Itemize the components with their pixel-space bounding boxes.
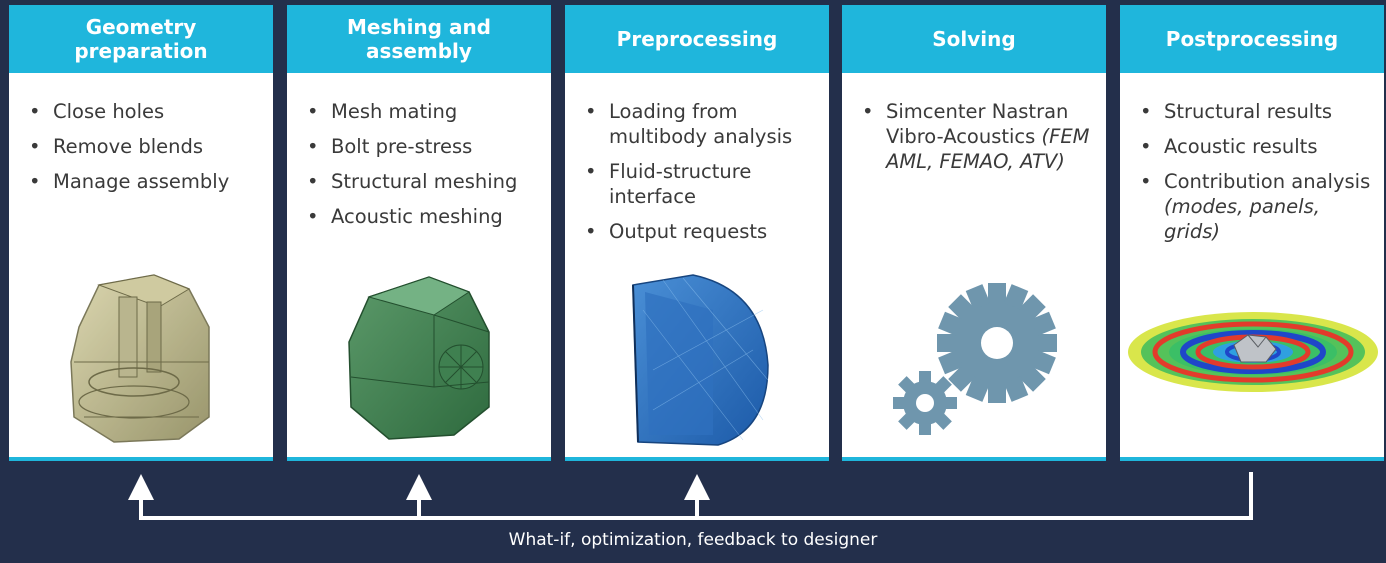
list-item: Structural results bbox=[1140, 99, 1374, 124]
list-item: Manage assembly bbox=[29, 169, 263, 194]
stage-list: Mesh mating Bolt pre-stress Structural m… bbox=[287, 73, 551, 229]
list-item: Mesh mating bbox=[307, 99, 541, 124]
stage-list: Loading from multibody analysis Fluid-st… bbox=[565, 73, 829, 244]
stage-title: Meshing and assembly bbox=[287, 5, 551, 73]
acoustic-field-contour-plot-icon bbox=[1128, 312, 1378, 392]
stage-title: Solving bbox=[842, 5, 1106, 73]
list-item: Close holes bbox=[29, 99, 263, 124]
list-item: Output requests bbox=[585, 219, 819, 244]
stage-title: Postprocessing bbox=[1120, 5, 1384, 73]
list-item: Simcenter Nastran Vibro-Acoustics (FEM A… bbox=[862, 99, 1096, 174]
stage-card-solving: Solving Simcenter Nastran Vibro-Acoustic… bbox=[842, 5, 1106, 461]
gears-icon bbox=[893, 283, 1057, 435]
stage-card-geometry: Geometry preparation Close holes Remove … bbox=[9, 5, 273, 461]
list-item: Remove blends bbox=[29, 134, 263, 159]
list-item: Contribution analysis (modes, panels, gr… bbox=[1140, 169, 1374, 244]
stage-list: Simcenter Nastran Vibro-Acoustics (FEM A… bbox=[842, 73, 1106, 174]
stage-card-meshing: Meshing and assembly Mesh mating Bolt pr… bbox=[287, 5, 551, 461]
list-item: Bolt pre-stress bbox=[307, 134, 541, 159]
stage-title: Preprocessing bbox=[565, 5, 829, 73]
list-item: Structural meshing bbox=[307, 169, 541, 194]
list-item: Loading from multibody analysis bbox=[585, 99, 819, 149]
translucent-housing-model-icon bbox=[70, 274, 210, 443]
list-item: Acoustic results bbox=[1140, 134, 1374, 159]
stage-card-postprocessing: Postprocessing Structural results Acoust… bbox=[1120, 5, 1384, 461]
stage-list: Structural results Acoustic results Cont… bbox=[1120, 73, 1384, 244]
arrow-up-icon bbox=[684, 474, 710, 500]
stage-list: Close holes Remove blends Manage assembl… bbox=[9, 73, 273, 194]
feedback-label: What-if, optimization, feedback to desig… bbox=[508, 530, 878, 550]
list-item: Fluid-structure interface bbox=[585, 159, 819, 209]
stage-title: Geometry preparation bbox=[9, 5, 273, 73]
arrow-up-icon bbox=[128, 474, 154, 500]
green-meshed-housing-model-icon bbox=[348, 276, 490, 440]
arrow-up-icon bbox=[406, 474, 432, 500]
blue-acoustic-mesh-dome-icon bbox=[632, 274, 769, 446]
stage-card-preprocessing: Preprocessing Loading from multibody ana… bbox=[565, 5, 829, 461]
list-item: Acoustic meshing bbox=[307, 204, 541, 229]
